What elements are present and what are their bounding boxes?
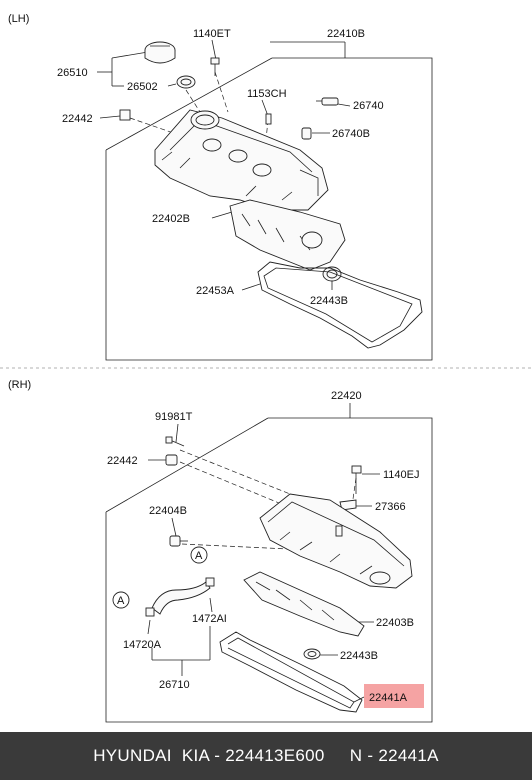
parts-diagram: (LH) [0, 13, 532, 723]
part-label-26740b: 26740B [332, 128, 370, 140]
part-label-1140ej: 1140EJ [383, 469, 420, 481]
rh-frame-diagonal [105, 417, 269, 513]
rh-cylinder-head-cover [259, 493, 413, 589]
rh-section-label: (RH) [8, 379, 31, 391]
part-label-26510: 26510 [57, 67, 88, 79]
part-label-22420: 22420 [331, 390, 362, 402]
part-label-26710: 26710 [159, 679, 190, 691]
clip-22442-rh [165, 454, 178, 466]
lh-section-label: (LH) [8, 13, 29, 25]
part-label-22441a: 22441A [369, 692, 408, 704]
seal-22443b-rh [303, 648, 321, 660]
part-number-footer: HYUNDAI KIA - 224413E600 N - 22441A [0, 732, 532, 780]
lh-cylinder-head-cover [154, 109, 329, 211]
part-label-22403b: 22403B [376, 617, 414, 629]
pcv-hose-26710 [145, 577, 215, 617]
svg-text:A: A [195, 550, 203, 562]
pin-91981t [165, 436, 185, 447]
grommet-26740b [301, 127, 312, 140]
part-label-1153ch: 1153CH [247, 88, 287, 100]
gasket-22402b [229, 199, 346, 271]
part-label-1472ai: 1472AI [192, 613, 227, 625]
part-label-26502: 26502 [127, 81, 158, 93]
bolt-1140et [210, 57, 220, 76]
part-label-26740: 26740 [353, 100, 384, 112]
lh-assembly-frame [105, 57, 433, 361]
highlight-22441a [364, 684, 424, 708]
part-label-1140et: 1140ET [193, 28, 231, 40]
part-label-22443b-rh: 22443B [340, 650, 378, 662]
part-label-14720a: 14720A [123, 639, 162, 651]
oil-filler-cap [144, 41, 176, 64]
clip-22442-lh [119, 109, 131, 121]
pin-1153ch [265, 113, 272, 125]
reference-marker-a-2: A [112, 591, 130, 609]
part-label-22453a: 22453A [196, 285, 235, 297]
pcv-valve-26740 [316, 97, 339, 106]
svg-text:A: A [117, 595, 125, 607]
part-label-22442-rh: 22442 [107, 455, 138, 467]
reference-marker-a-1: A [190, 546, 208, 564]
rh-assembly-frame [105, 417, 433, 723]
part-label-91981t: 91981T [155, 411, 193, 423]
part-label-22404b: 22404B [149, 505, 187, 517]
part-label-27366: 27366 [375, 501, 406, 513]
lh-frame-diagonal [105, 57, 273, 151]
fitting-22404b [169, 535, 188, 547]
bolt-1140ej [351, 465, 362, 494]
part-label-22442-lh: 22442 [62, 113, 93, 125]
part-label-22443b-lh: 22443B [310, 295, 348, 307]
gasket-22453a [257, 261, 423, 349]
gasket-22403b [243, 571, 365, 637]
footer-part-numbers: HYUNDAI KIA - 224413E600 N - 22441A [93, 746, 439, 765]
part-label-22410b: 22410B [327, 28, 365, 40]
gasket-22441a [219, 631, 363, 713]
filler-cap-gasket [176, 75, 196, 89]
part-label-22402b: 22402B [152, 213, 190, 225]
